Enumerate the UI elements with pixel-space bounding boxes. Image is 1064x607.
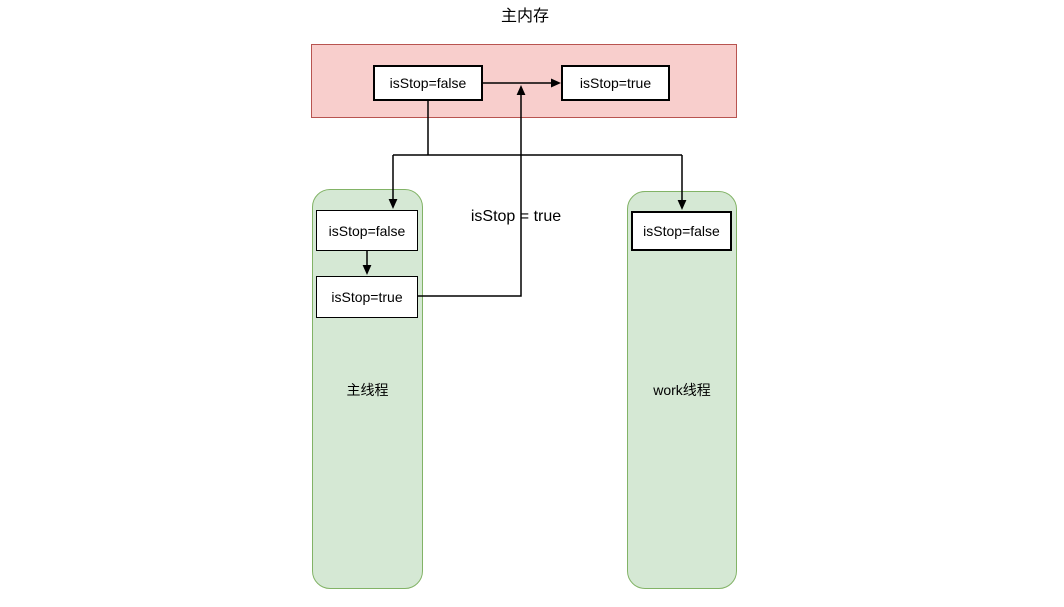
- main-thread-label: 主线程: [346, 382, 389, 398]
- main-memory-isstop-false-box: isStop=false: [373, 65, 483, 101]
- work-thread-container: [627, 191, 737, 589]
- main-thread-isstop-false-box: isStop=false: [316, 210, 418, 251]
- isstop-true-annotation: isStop = true: [470, 208, 562, 225]
- work-thread-isstop-false-box: isStop=false: [631, 211, 732, 251]
- work-thread-label: work线程: [653, 382, 711, 398]
- main-memory-title: 主内存: [500, 8, 549, 25]
- main-thread-isstop-true-box: isStop=true: [316, 276, 418, 318]
- main-memory-isstop-true-box: isStop=true: [561, 65, 670, 101]
